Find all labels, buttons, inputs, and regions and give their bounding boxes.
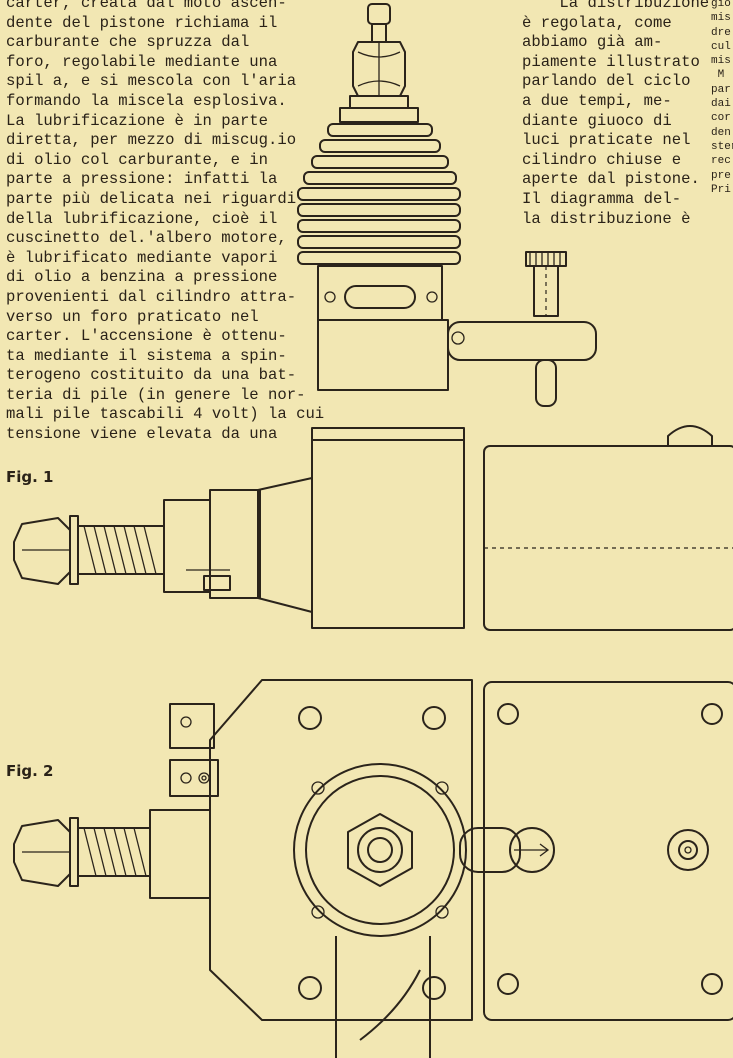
plug-hex xyxy=(347,813,413,887)
text-column-left: carter, creata dal moto ascen- dente del… xyxy=(6,0,325,444)
exhaust-port xyxy=(344,285,416,309)
fuel-tube xyxy=(535,359,557,407)
prop-shaft xyxy=(13,515,165,585)
tank-top xyxy=(483,681,733,1021)
filler-cap xyxy=(667,829,709,871)
front-housing xyxy=(257,477,313,613)
carburettor-boss xyxy=(317,319,449,391)
fig2-top-view xyxy=(13,679,733,1058)
tank-cap xyxy=(667,425,713,447)
key-slot xyxy=(203,575,231,591)
exhaust-stack xyxy=(335,936,431,1058)
figure-2-label: Fig. 2 xyxy=(6,762,54,780)
text-column-middle: La distribuzione è regolata, come abbiam… xyxy=(522,0,710,228)
fuel-tank xyxy=(483,445,733,631)
fig1-side-view xyxy=(13,3,733,631)
figure-1-label: Fig. 1 xyxy=(6,468,54,486)
intake-tube xyxy=(447,321,597,361)
crankcase-plate xyxy=(209,679,473,1021)
cylinder-body xyxy=(317,265,443,321)
needle-valve-knob xyxy=(509,827,555,873)
front-bearing xyxy=(209,489,261,599)
crankcase xyxy=(311,427,465,629)
text-column-right-cropped: gio mis dre cul mis M par dai cor den st… xyxy=(711,0,733,196)
mount-bracket-upper xyxy=(169,703,215,749)
spark-plug xyxy=(339,3,419,123)
prop-shaft-top xyxy=(13,809,211,899)
mount-bracket-mid xyxy=(169,759,219,797)
cylinder-head-outer xyxy=(293,763,467,937)
cylinder-fins xyxy=(297,123,461,265)
prop-driver-top xyxy=(149,809,211,899)
